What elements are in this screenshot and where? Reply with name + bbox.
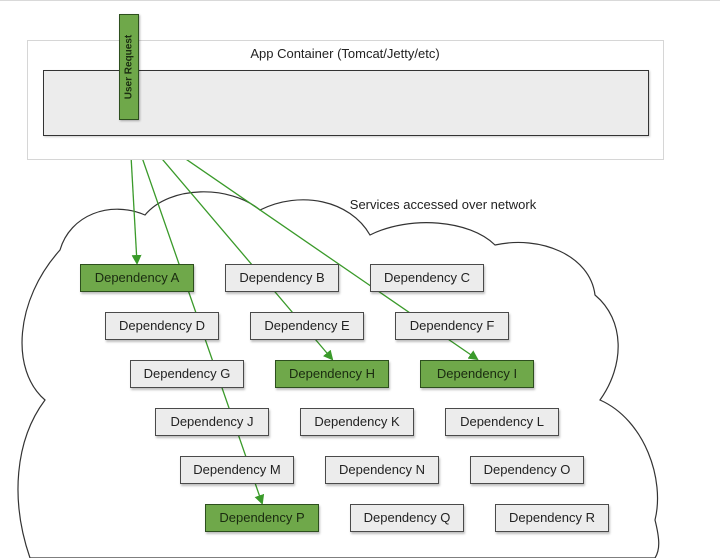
dependency-f: Dependency F	[395, 312, 509, 340]
dependency-i: Dependency I	[420, 360, 534, 388]
dependency-n: Dependency N	[325, 456, 439, 484]
dependency-c: Dependency C	[370, 264, 484, 292]
dependency-p: Dependency P	[205, 504, 319, 532]
app-container-bar	[43, 70, 649, 136]
request-arrow-p	[128, 119, 265, 505]
dependency-d: Dependency D	[105, 312, 219, 340]
dependency-q: Dependency Q	[350, 504, 464, 532]
dependency-b: Dependency B	[225, 264, 339, 292]
dependency-j: Dependency J	[155, 408, 269, 436]
dependency-k: Dependency K	[300, 408, 414, 436]
network-label: Services accessed over network	[349, 197, 537, 212]
dependency-h: Dependency H	[275, 360, 389, 388]
dependency-l: Dependency L	[445, 408, 559, 436]
top-border	[0, 0, 720, 1]
app-container-title: App Container (Tomcat/Jetty/etc)	[250, 46, 440, 61]
user-request-node: User Request	[119, 14, 139, 120]
dependency-e: Dependency E	[250, 312, 364, 340]
dependency-g: Dependency G	[130, 360, 244, 388]
dependency-m: Dependency M	[180, 456, 294, 484]
dependency-r: Dependency R	[495, 504, 609, 532]
user-request-label: User Request	[123, 34, 135, 100]
dependency-o: Dependency O	[470, 456, 584, 484]
dependency-a: Dependency A	[80, 264, 194, 292]
